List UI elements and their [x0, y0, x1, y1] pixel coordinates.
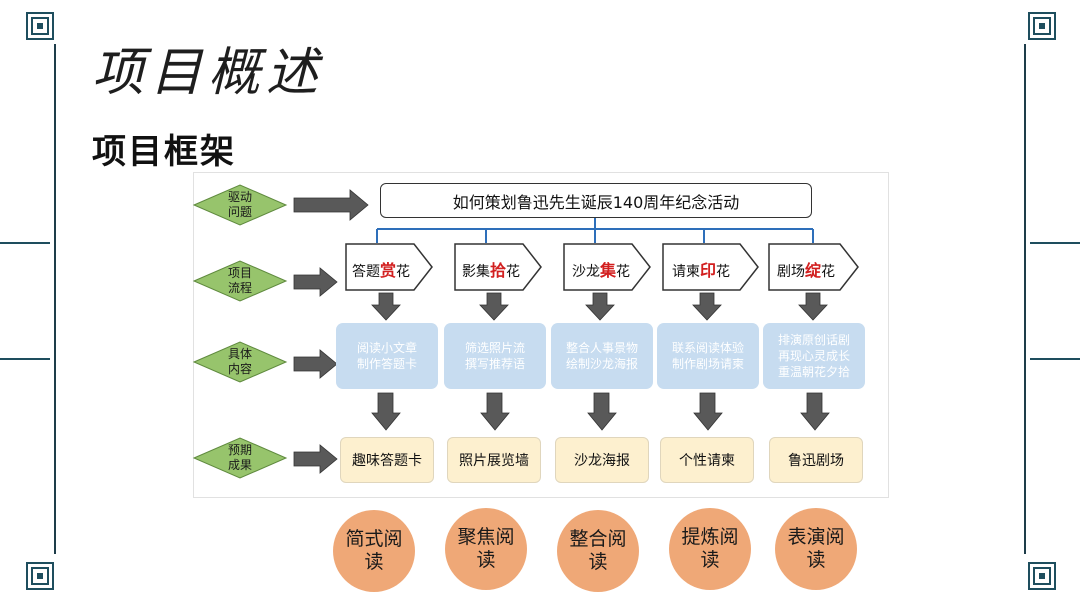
- content-text-3: 整合人事景物 绘制沙龙海报: [565, 341, 638, 371]
- step-shape-4: [662, 243, 759, 291]
- diamond-row-3: [192, 341, 288, 383]
- step-shape-5: [768, 243, 859, 291]
- step-4-highlight: 印: [700, 261, 717, 280]
- arrow-right-row-4: [293, 444, 338, 474]
- step-1-highlight: 赏: [380, 261, 397, 280]
- reading-type-4: 提炼阅读: [681, 526, 739, 571]
- driving-question-box: 如何策划鲁迅先生诞辰140周年纪念活动: [380, 183, 812, 218]
- step-1-pre: 答题: [352, 264, 380, 280]
- content-text-5: 排演原创话剧 再现心灵成长 重温朝花夕拾: [777, 333, 850, 379]
- step-4-pre: 请柬: [672, 264, 700, 280]
- step-1-post: 花: [396, 264, 411, 280]
- corner-ornament-bottom-right: [1028, 562, 1056, 590]
- result-box-4: 个性请柬: [660, 437, 754, 483]
- reading-circle-5: 表演阅读: [775, 508, 857, 590]
- frame-left-tick-lower: [0, 358, 50, 360]
- content-text-1: 阅读小文章 制作答题卡: [356, 341, 417, 371]
- down-arrow-1-a: [371, 292, 401, 321]
- step-label-5: 剧场绽花: [777, 257, 835, 281]
- diamond-row-1: [192, 184, 288, 226]
- row-label-project-flow: 项目 流程: [227, 266, 252, 295]
- content-box-1: 阅读小文章 制作答题卡: [336, 323, 438, 389]
- reading-type-2: 聚焦阅读: [457, 526, 515, 571]
- step-shape-3: [563, 243, 651, 291]
- step-shape-1: [345, 243, 433, 291]
- down-arrow-3-a: [585, 292, 615, 321]
- connector-lines: [376, 217, 814, 243]
- step-label-2: 影集拾花: [462, 257, 520, 281]
- corner-ornament-bottom-left: [26, 562, 54, 590]
- down-arrow-3-b: [587, 392, 617, 431]
- row-label-driving-question: 驱动 问题: [227, 190, 252, 219]
- down-arrows: [371, 292, 830, 431]
- frame-right-tick-upper: [1030, 242, 1080, 244]
- content-box-5: 排演原创话剧 再现心灵成长 重温朝花夕拾: [763, 323, 865, 389]
- corner-ornament-top-right: [1028, 12, 1056, 40]
- reading-type-1: 简式阅读: [345, 528, 403, 573]
- reading-circle-2: 聚焦阅读: [445, 508, 527, 590]
- step-2-highlight: 拾: [490, 261, 507, 280]
- row-label-specific-content: 具体 内容: [227, 347, 252, 376]
- step-5-highlight: 绽: [805, 261, 822, 280]
- content-text-4: 联系阅读体验 制作剧场请柬: [671, 341, 744, 371]
- result-box-2: 照片展览墙: [447, 437, 541, 483]
- frame-left-tick-upper: [0, 242, 50, 244]
- reading-circle-1: 简式阅读: [333, 510, 415, 592]
- down-arrow-2-a: [479, 292, 509, 321]
- content-text-2: 筛选照片流 撰写推荐语: [464, 341, 525, 371]
- content-box-3: 整合人事景物 绘制沙龙海报: [551, 323, 653, 389]
- down-arrow-4-a: [692, 292, 722, 321]
- frame-right-tick-lower: [1030, 358, 1080, 360]
- down-arrow-5-b: [800, 392, 830, 431]
- result-box-1: 趣味答题卡: [340, 437, 434, 483]
- frame-right-line: [1024, 44, 1026, 554]
- step-2-pre: 影集: [462, 264, 490, 280]
- step-3-post: 花: [616, 264, 631, 280]
- corner-ornament-top-left: [26, 12, 54, 40]
- step-shape-2: [454, 243, 542, 291]
- step-pentagons: [345, 243, 859, 291]
- arrow-right-row-1: [293, 189, 369, 221]
- result-box-3: 沙龙海报: [555, 437, 649, 483]
- down-arrow-1-b: [371, 392, 401, 431]
- content-box-4: 联系阅读体验 制作剧场请柬: [657, 323, 759, 389]
- row-label-expected-result: 预期 成果: [227, 443, 252, 472]
- step-label-1: 答题赏花: [352, 257, 410, 281]
- down-arrow-4-b: [693, 392, 723, 431]
- diamond-row-4: [192, 437, 288, 479]
- reading-circle-4: 提炼阅读: [669, 508, 751, 590]
- step-3-pre: 沙龙: [572, 264, 600, 280]
- down-arrow-2-b: [480, 392, 510, 431]
- step-label-4: 请柬印花: [672, 257, 730, 281]
- step-4-post: 花: [716, 264, 731, 280]
- step-label-3: 沙龙集花: [572, 257, 630, 281]
- arrow-right-row-2: [293, 267, 338, 297]
- step-2-post: 花: [506, 264, 521, 280]
- content-box-2: 筛选照片流 撰写推荐语: [444, 323, 546, 389]
- reading-circle-3: 整合阅读: [557, 510, 639, 592]
- row-arrows: [293, 189, 369, 474]
- section-subtitle: 项目框架: [92, 132, 236, 172]
- row-diamonds: [192, 184, 288, 479]
- arrow-right-row-3: [293, 349, 338, 379]
- page-title: 项目概述: [92, 43, 325, 103]
- down-arrow-5-a: [798, 292, 828, 321]
- frame-left-line: [54, 44, 56, 554]
- diamond-row-2: [192, 260, 288, 302]
- step-5-pre: 剧场: [777, 264, 805, 280]
- reading-type-3: 整合阅读: [569, 528, 627, 573]
- reading-type-5: 表演阅读: [787, 526, 845, 571]
- result-box-5: 鲁迅剧场: [769, 437, 863, 483]
- step-5-post: 花: [821, 264, 836, 280]
- step-3-highlight: 集: [600, 261, 617, 280]
